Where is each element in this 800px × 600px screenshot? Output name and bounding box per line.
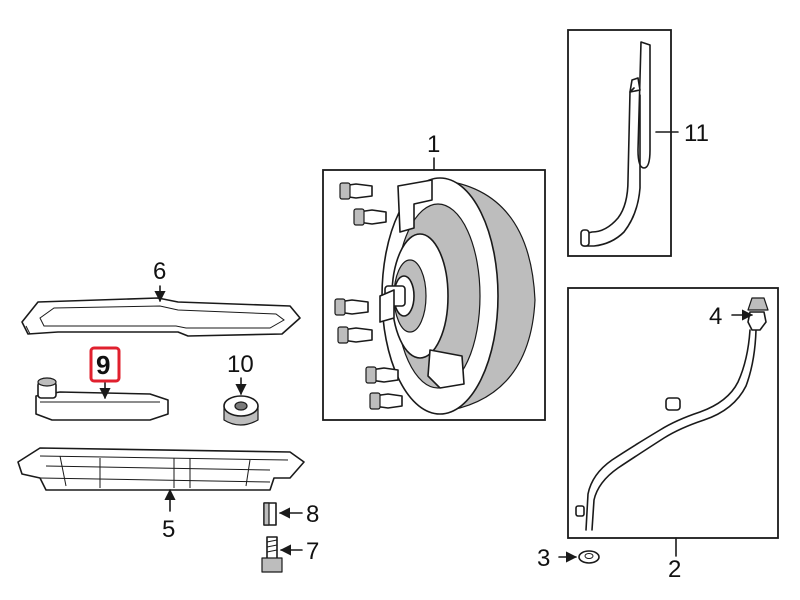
callout-9: 9	[96, 350, 110, 380]
part-10-bushing[interactable]	[223, 395, 259, 426]
part-11-dipstick-tube[interactable]	[567, 29, 679, 257]
callout-6: 6	[153, 258, 166, 285]
bolt-group	[334, 182, 403, 410]
callout-3: 3	[537, 545, 550, 572]
part-2-dipstick[interactable]	[567, 287, 779, 539]
part-11-frame	[567, 29, 672, 257]
callout-1: 1	[427, 131, 440, 158]
callout-11: 11	[684, 120, 709, 147]
callout-5: 5	[162, 516, 175, 543]
part-9-filter[interactable]	[35, 377, 169, 421]
callout-9-highlight-box	[89, 346, 121, 383]
callout-7: 7	[306, 538, 319, 565]
part-6-pan-gasket[interactable]	[21, 297, 301, 337]
part-1-torque-converter[interactable]	[322, 169, 546, 421]
callout-2: 2	[668, 556, 681, 583]
part-2-frame	[567, 287, 779, 539]
part-7-bolt[interactable]	[261, 536, 283, 573]
part-8-clip[interactable]	[263, 502, 277, 526]
callout-10: 10	[227, 351, 254, 378]
part-5-oil-pan[interactable]	[17, 447, 305, 491]
callout-4: 4	[709, 303, 722, 330]
part-3-seal[interactable]	[578, 550, 600, 564]
callout-8: 8	[306, 501, 319, 528]
